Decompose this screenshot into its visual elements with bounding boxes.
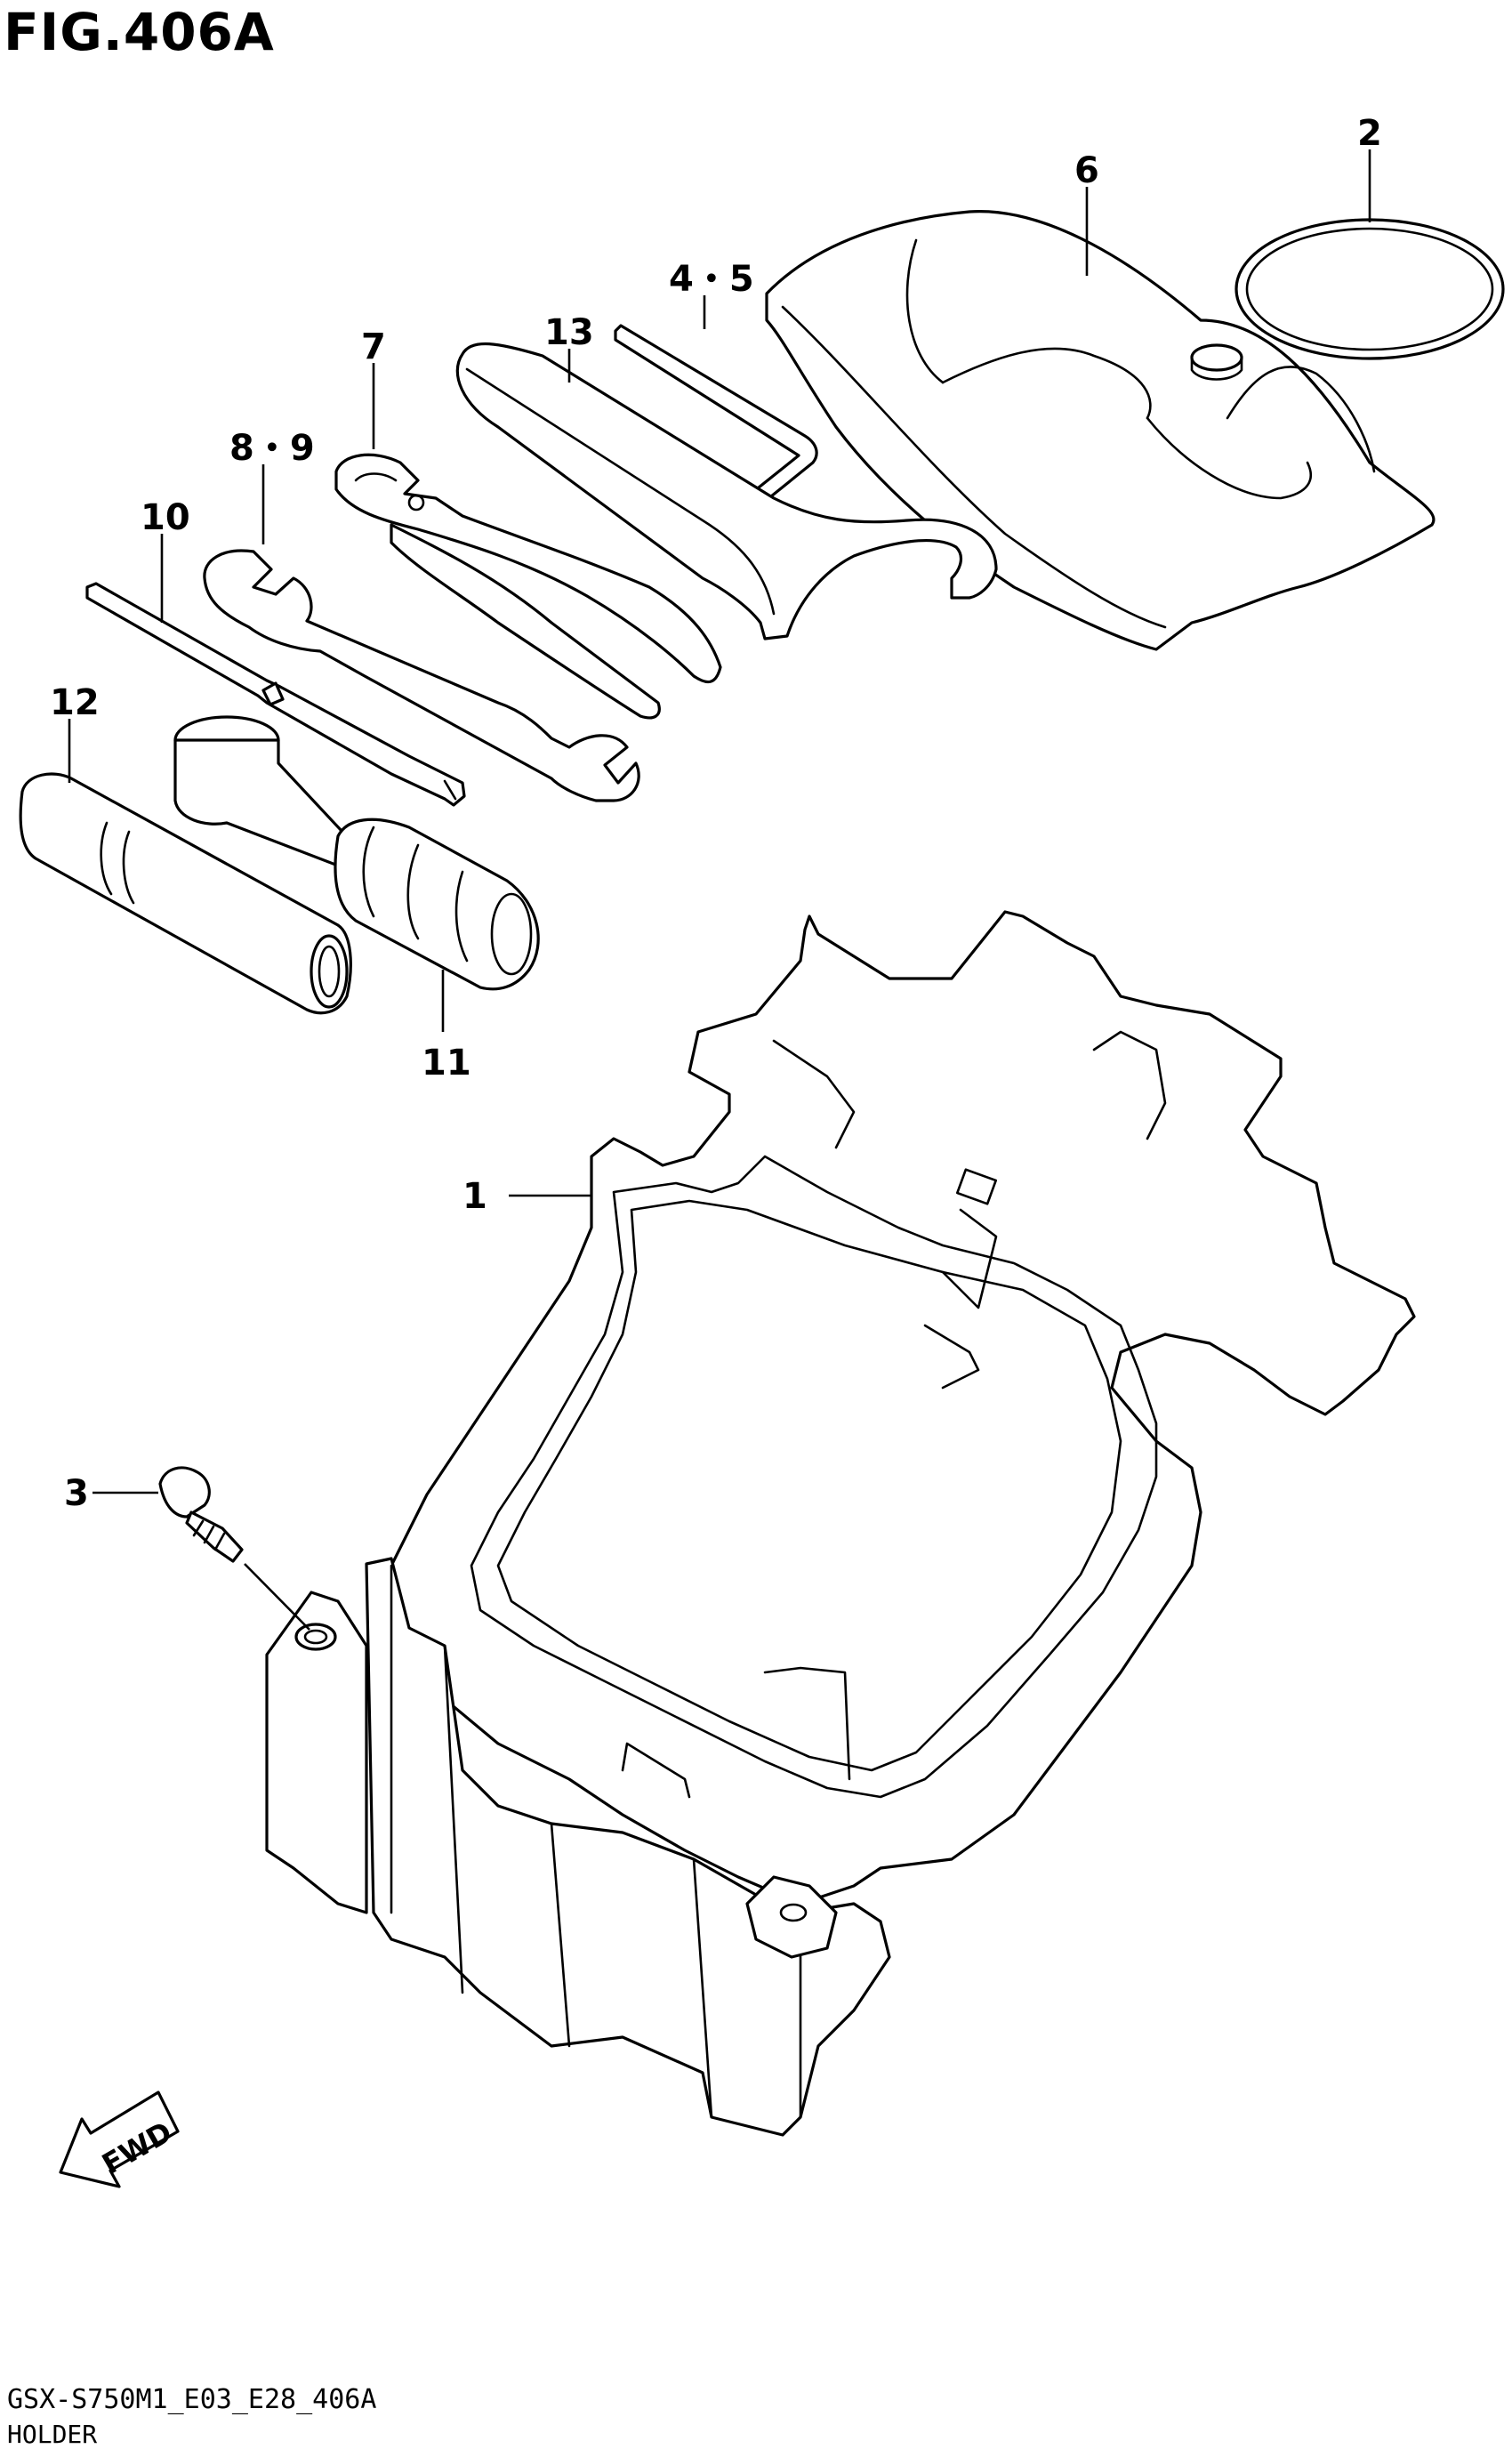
figure-title: FIG.406A (4, 2, 275, 62)
callout-12: 12 (50, 682, 100, 723)
part-2-o-ring (1235, 218, 1505, 360)
callout-7: 7 (361, 326, 386, 367)
part-8-9-wrench (203, 549, 640, 802)
part-4-5-hex-key (614, 324, 818, 502)
part-7-pliers (334, 453, 722, 720)
callout-11: 11 (422, 1043, 471, 1084)
leader-3-mount (244, 1563, 310, 1631)
part-1-holder (265, 910, 1416, 2137)
fwd-arrow-icon: FWD (59, 2091, 180, 2188)
part-6-tool-bag (765, 210, 1436, 651)
callout-3: 3 (64, 1473, 89, 1514)
part-13-spanner (455, 342, 998, 640)
leader-lines (68, 149, 1371, 1631)
part-3-screw (158, 1466, 244, 1563)
part-10-screwdriver (85, 582, 466, 807)
callout-8-9: 8・9 (229, 428, 315, 469)
callout-1: 1 (462, 1176, 487, 1217)
figure-name: HOLDER (7, 2420, 98, 2449)
callout-13: 13 (544, 312, 594, 353)
callout-labels: 2 6 4・5 13 7 8・9 10 12 11 1 3 (50, 113, 1382, 1514)
callout-2: 2 (1357, 113, 1382, 154)
callout-6: 6 (1074, 150, 1099, 191)
part-12-tube (19, 772, 352, 1015)
callout-4-5: 4・5 (669, 259, 754, 300)
figure-code: GSX-S750M1_E03_E28_406A (7, 2384, 377, 2415)
callout-10: 10 (141, 497, 190, 538)
part-11-handle (173, 715, 540, 991)
